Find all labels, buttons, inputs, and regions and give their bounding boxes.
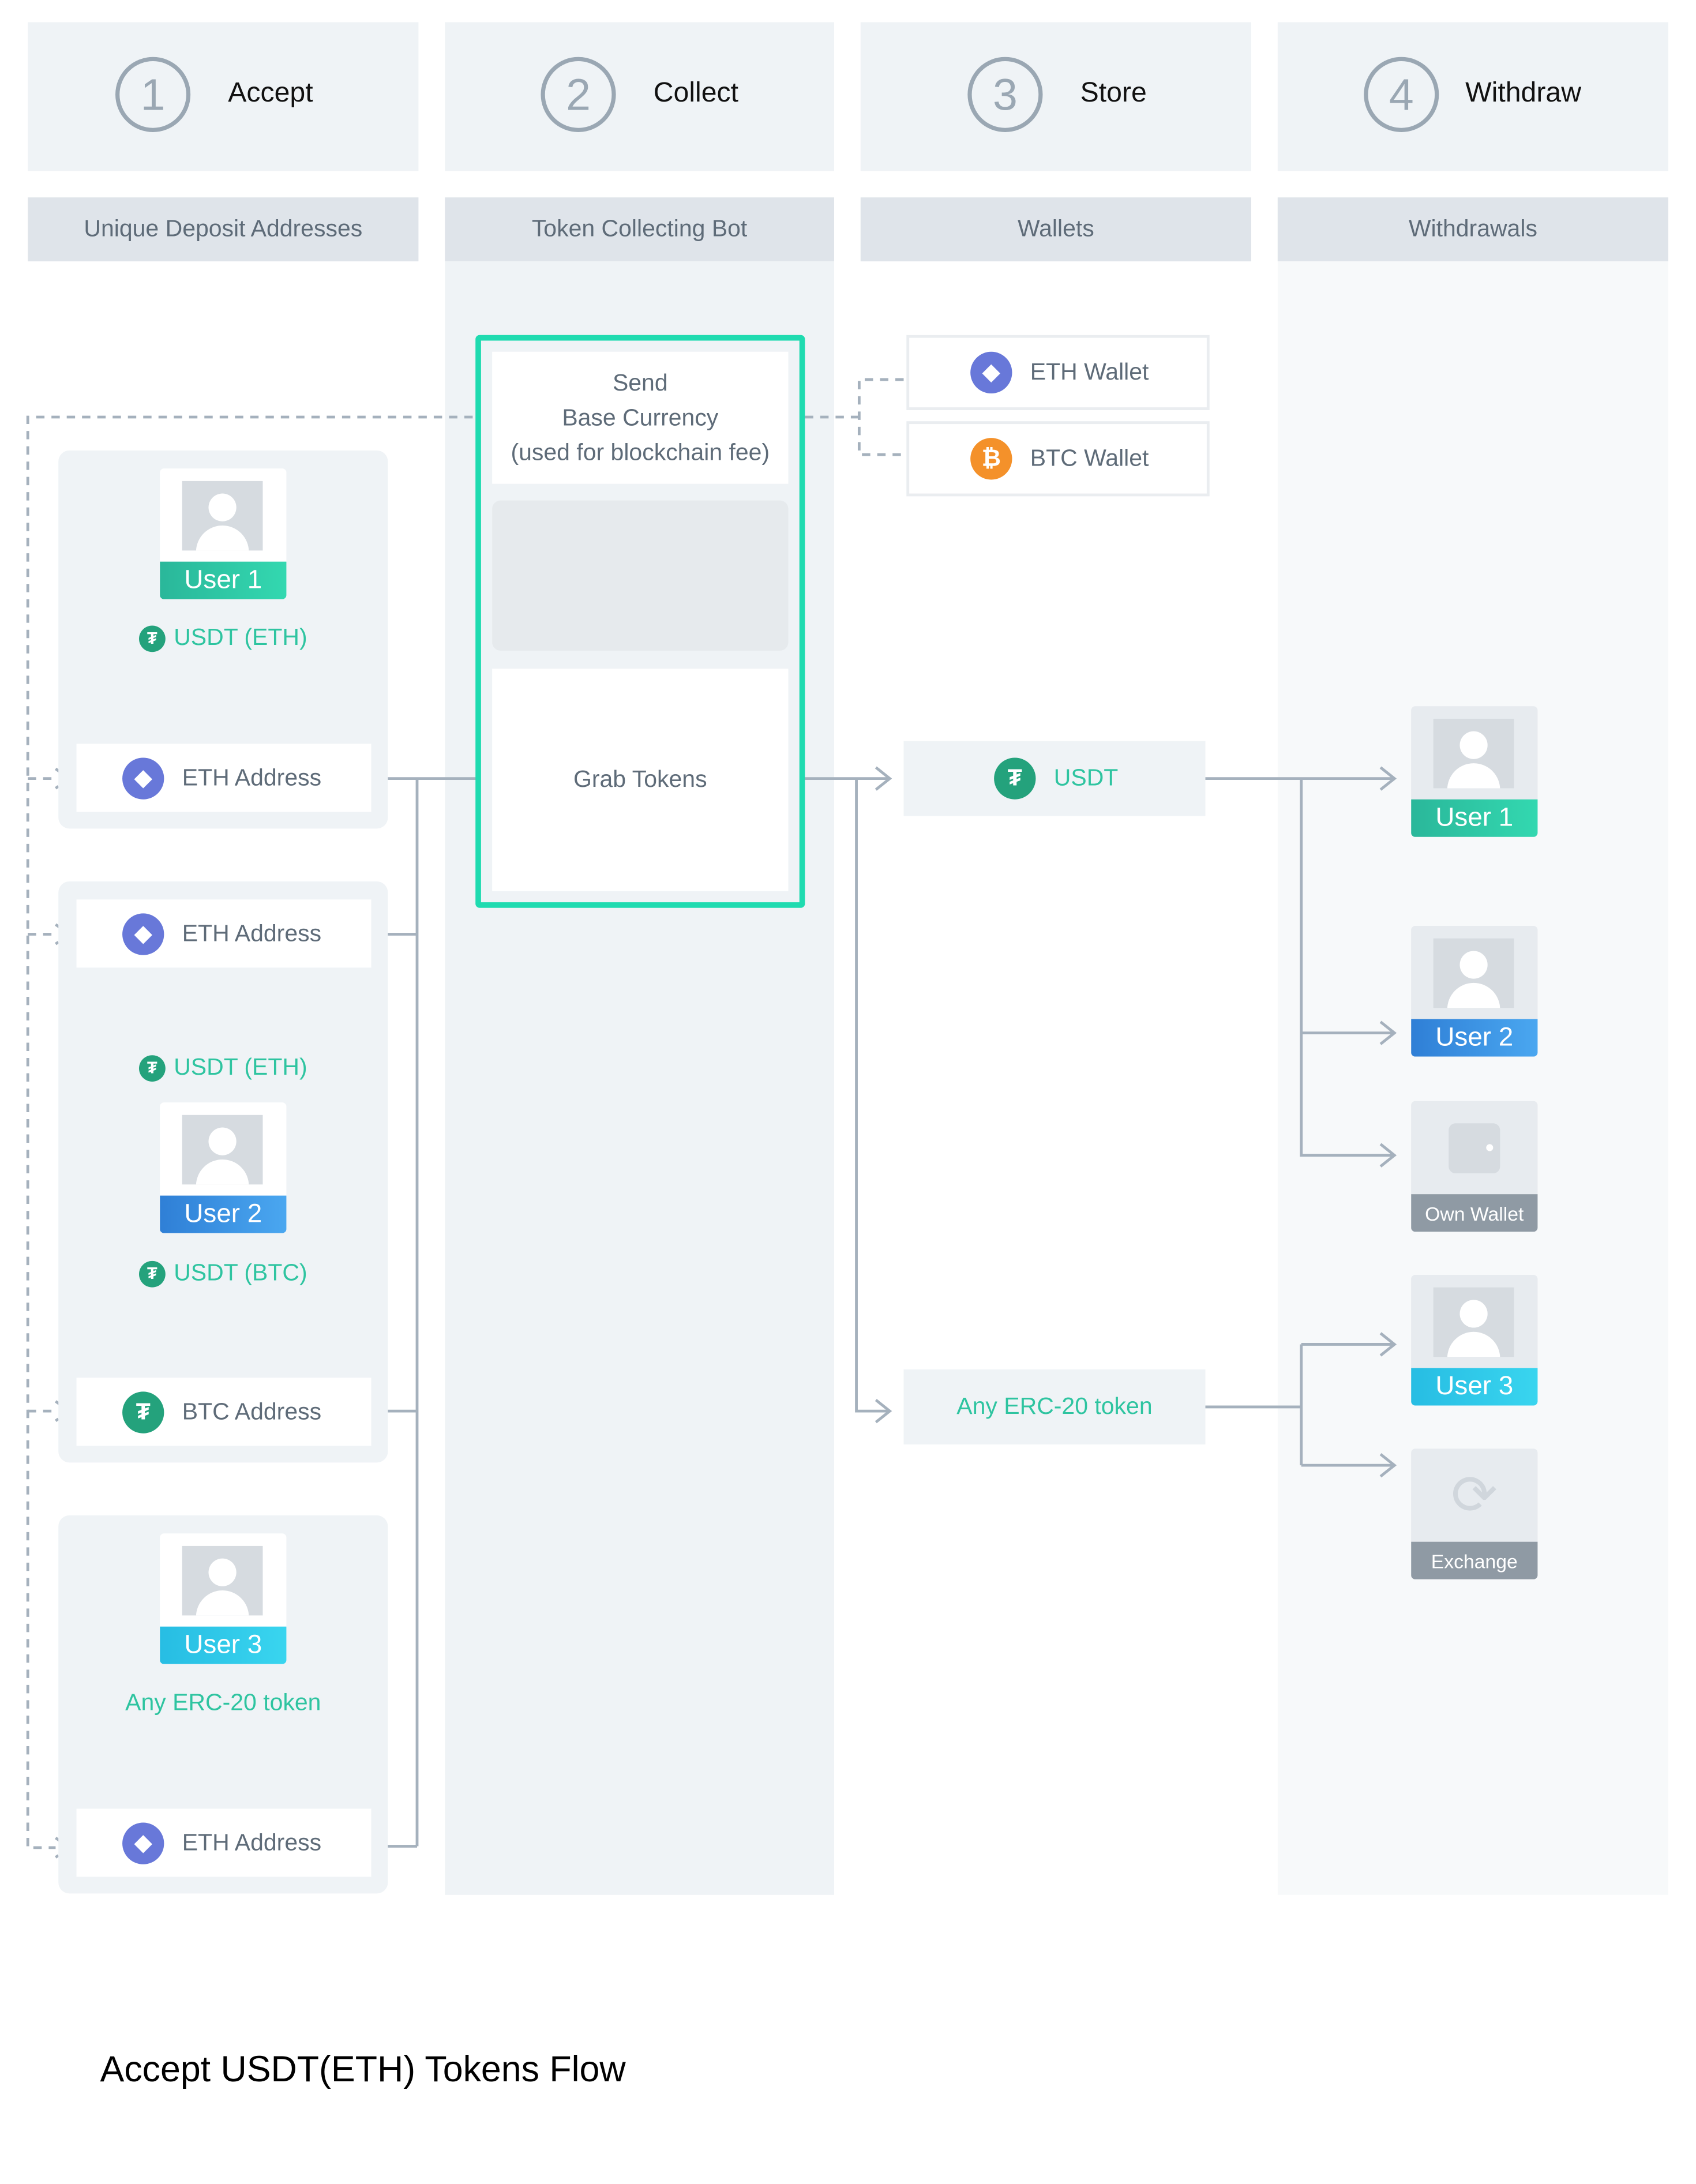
- user2-card: User 2: [160, 1102, 287, 1233]
- user2-label: User 2: [160, 1195, 287, 1233]
- user1-deposit-panel: User 1 ₮ USDT (ETH) ◆ ETH Address: [58, 450, 388, 829]
- user3-deposit-panel: User 3 Any ERC-20 token ◆ ETH Address: [58, 1515, 388, 1894]
- user1-token: ₮ USDT (ETH): [58, 624, 388, 652]
- btc-wallet-label: BTC Wallet: [1030, 445, 1149, 471]
- user1-token-label: USDT (ETH): [174, 624, 307, 651]
- user2-eth-address: ◆ ETH Address: [76, 899, 372, 968]
- usdt-wallet-label: USDT: [1053, 764, 1119, 791]
- user1-eth-address: ◆ ETH Address: [76, 744, 372, 812]
- bot-placeholder-block: [492, 500, 789, 651]
- base-currency-dashed-line: [26, 415, 519, 1849]
- erc20-wallet: Any ERC-20 token: [903, 1369, 1206, 1444]
- step-number-1: 1: [115, 57, 191, 132]
- user3-label: User 3: [160, 1626, 287, 1664]
- send-label: Send: [612, 370, 668, 396]
- erc20-wallet-label: Any ERC-20 token: [956, 1393, 1153, 1420]
- user2-eth-address-label: ETH Address: [182, 920, 322, 947]
- column-header-collect: 2 Collect: [445, 22, 834, 171]
- subheader-withdrawals: Withdrawals: [1277, 197, 1668, 262]
- tether-icon: ₮: [138, 625, 166, 652]
- step-number-4: 4: [1364, 57, 1439, 132]
- withdraw-user1-label: User 1: [1411, 799, 1538, 837]
- grab-tokens-label: Grab Tokens: [573, 765, 707, 793]
- tether-icon: ₮: [122, 1391, 164, 1433]
- user3-token: Any ERC-20 token: [58, 1689, 388, 1717]
- diagram-caption: Accept USDT(ETH) Tokens Flow: [100, 2047, 626, 2090]
- subheader-token-collecting-bot: Token Collecting Bot: [445, 197, 834, 262]
- base-currency-label: Base Currency: [562, 404, 719, 431]
- user-avatar-icon: [1433, 718, 1514, 789]
- user3-eth-address-label: ETH Address: [182, 1829, 322, 1856]
- tether-icon: ₮: [138, 1054, 166, 1081]
- user2-token-eth: ₮ USDT (ETH): [58, 1054, 388, 1082]
- user2-deposit-panel: ◆ ETH Address ₮ USDT (ETH) User 2 ₮ USDT…: [58, 881, 388, 1463]
- withdraw-user2-label: User 2: [1411, 1019, 1538, 1057]
- send-base-currency-box: Send Base Currency (used for blockchain …: [492, 351, 789, 484]
- column-header-store: 3 Store: [860, 22, 1251, 171]
- ethereum-icon: ◆: [970, 351, 1012, 394]
- withdraw-exchange-card: ⟳ Exchange: [1411, 1449, 1538, 1579]
- own-wallet-label: Own Wallet: [1411, 1194, 1538, 1232]
- wallet-icon: [1449, 1123, 1500, 1174]
- eth-wallet: ◆ ETH Wallet: [906, 335, 1210, 410]
- user2-token-btc: ₮ USDT (BTC): [58, 1259, 388, 1287]
- bot-to-erc20-arrow: [855, 778, 892, 1424]
- blockchain-fee-label: (used for blockchain fee): [511, 439, 770, 466]
- user3-card: User 3: [160, 1533, 287, 1664]
- grab-tokens-box: Grab Tokens: [492, 669, 789, 891]
- bitcoin-icon: ₿: [970, 438, 1012, 480]
- tether-icon: ₮: [994, 757, 1036, 800]
- ethereum-icon: ◆: [122, 757, 164, 799]
- tether-icon: ₮: [138, 1260, 166, 1287]
- user3-eth-address: ◆ ETH Address: [76, 1808, 372, 1877]
- token-collecting-bot: Send Base Currency (used for blockchain …: [475, 335, 805, 908]
- usdt-wallet: ₮ USDT: [903, 741, 1206, 816]
- user2-token-eth-label: USDT (ETH): [174, 1053, 307, 1080]
- ethereum-icon: ◆: [122, 913, 164, 955]
- withdraw-user1-card: User 1: [1411, 706, 1538, 837]
- withdraw-own-wallet-card: Own Wallet: [1411, 1101, 1538, 1232]
- ethereum-icon: ◆: [122, 1822, 164, 1864]
- column-header-accept: 1 Accept: [28, 22, 419, 171]
- user2-btc-address-label: BTC Address: [182, 1398, 322, 1425]
- user1-card: User 1: [160, 468, 287, 599]
- column-title-store: Store: [1080, 77, 1147, 108]
- user-avatar-icon: [182, 1545, 263, 1616]
- step-number-3: 3: [967, 57, 1043, 132]
- withdraw-column-background: [1277, 261, 1668, 1895]
- erc20-to-withdraw-arrows: [1205, 1332, 1397, 1478]
- refresh-icon: ⟳: [1451, 1465, 1498, 1527]
- user1-label: User 1: [160, 561, 287, 599]
- user2-btc-address: ₮ BTC Address: [76, 1378, 372, 1446]
- exchange-label: Exchange: [1411, 1541, 1538, 1579]
- subheader-unique-deposit-addresses: Unique Deposit Addresses: [28, 197, 419, 262]
- step-number-2: 2: [541, 57, 616, 132]
- column-title-accept: Accept: [228, 77, 313, 108]
- withdraw-user3-label: User 3: [1411, 1368, 1538, 1406]
- withdraw-user3-card: User 3: [1411, 1274, 1538, 1406]
- user-avatar-icon: [1433, 1287, 1514, 1357]
- user1-eth-address-label: ETH Address: [182, 764, 322, 791]
- user2-token-btc-label: USDT (BTC): [174, 1259, 307, 1286]
- user-avatar-icon: [1433, 938, 1514, 1008]
- column-title-withdraw: Withdraw: [1465, 77, 1582, 108]
- withdraw-user2-card: User 2: [1411, 926, 1538, 1057]
- eth-wallet-label: ETH Wallet: [1030, 358, 1149, 385]
- btc-wallet: ₿ BTC Wallet: [906, 421, 1210, 497]
- user-avatar-icon: [182, 481, 263, 551]
- user3-token-label: Any ERC-20 token: [125, 1689, 321, 1716]
- column-header-withdraw: 4 Withdraw: [1277, 22, 1668, 171]
- column-title-collect: Collect: [653, 77, 739, 108]
- subheader-wallets: Wallets: [860, 197, 1251, 262]
- user-avatar-icon: [182, 1114, 263, 1185]
